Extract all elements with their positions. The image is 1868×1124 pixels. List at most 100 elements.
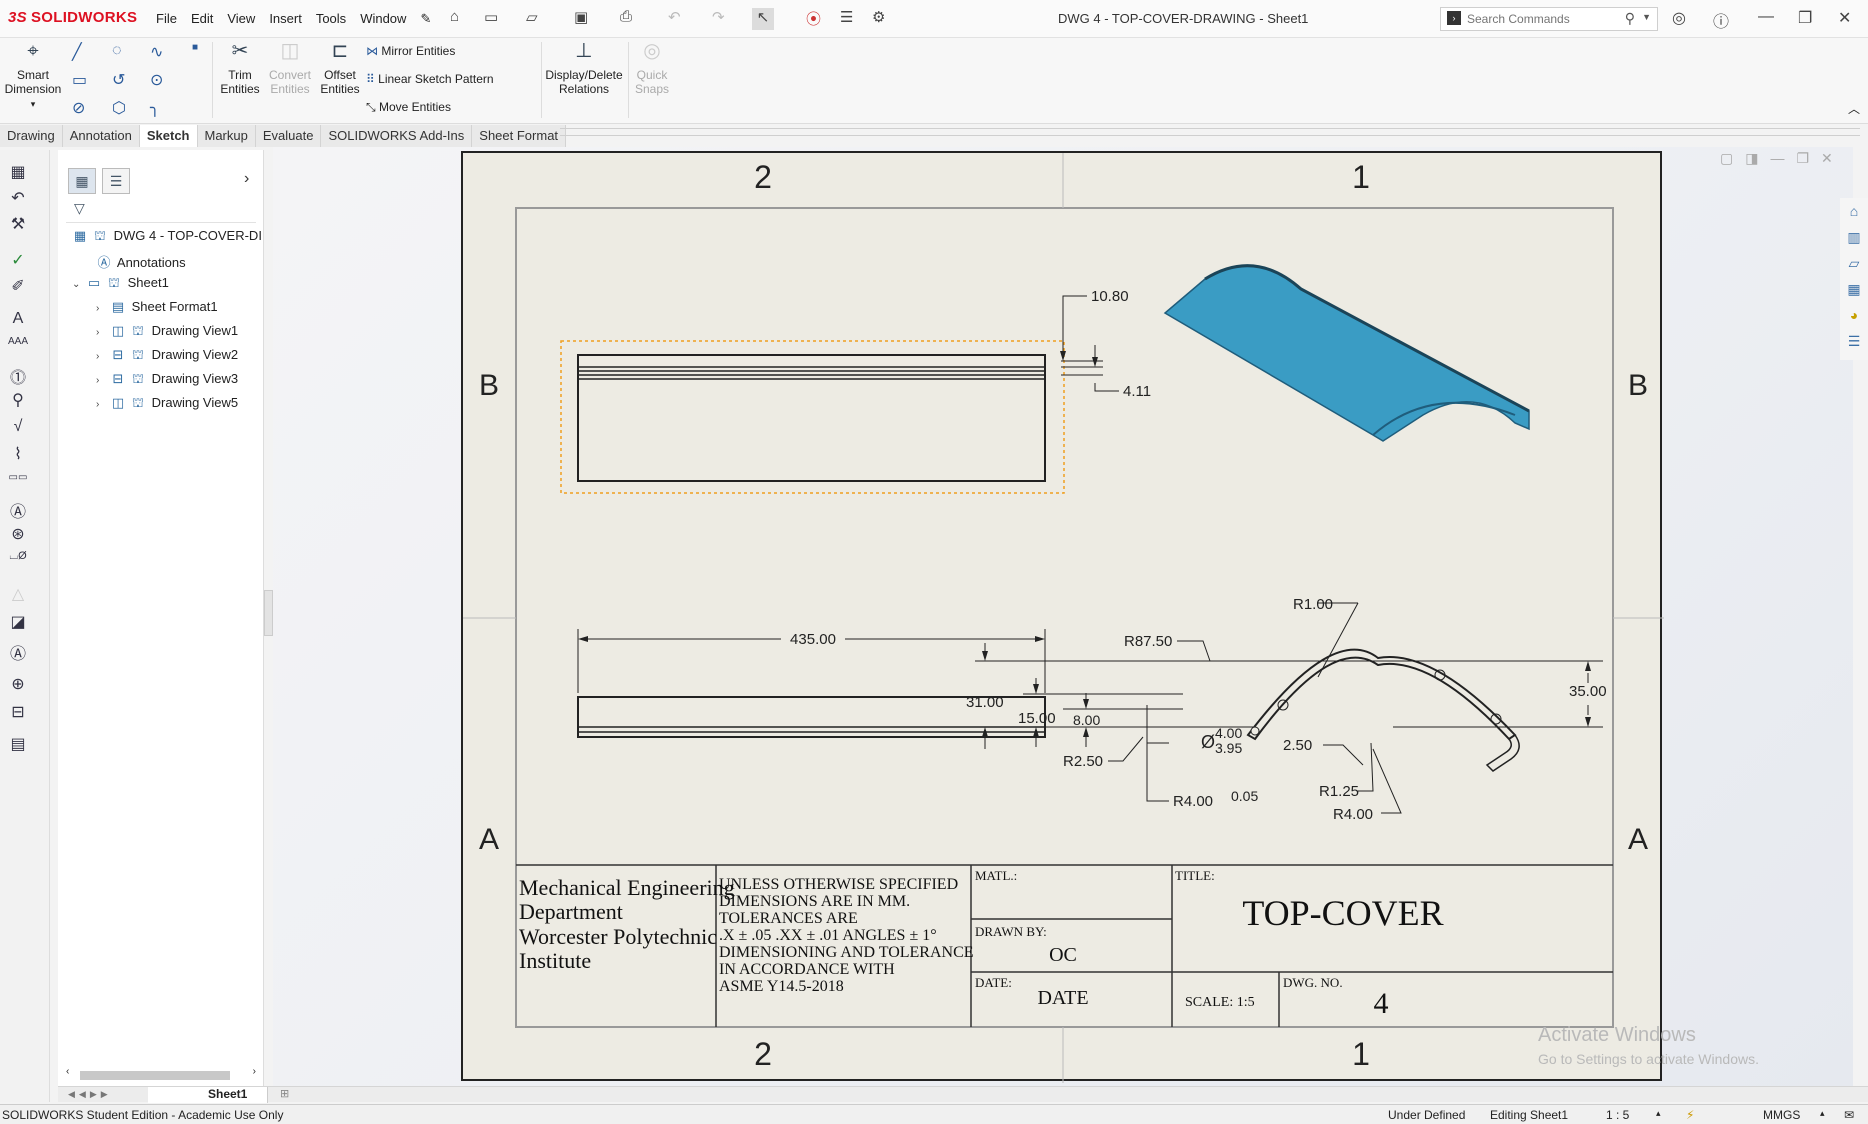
solidworks-resources-icon[interactable]: ⌂	[1849, 203, 1859, 219]
expand-chevron-right-icon[interactable]: ›	[96, 303, 100, 314]
custom-properties-icon[interactable]: ☰	[1847, 333, 1861, 349]
polygon-hex-icon[interactable]: ⬡	[112, 100, 126, 117]
tab-drawing[interactable]: Drawing	[0, 125, 63, 147]
hole-callout-icon[interactable]: ⌴Ø	[9, 550, 27, 562]
tab-markup[interactable]: Markup	[197, 125, 256, 147]
weld-symbol-icon[interactable]: ⌇	[14, 446, 22, 463]
model-view-icon[interactable]: ▦	[10, 164, 26, 181]
tree-item-sheet-format1[interactable]: ›▤ Sheet Format1	[96, 299, 218, 314]
dimension-15-00[interactable]: 15.00	[1018, 678, 1183, 747]
dimension-4-11[interactable]: 4.11	[1061, 345, 1151, 400]
scroll-right-icon[interactable]: ›	[252, 1066, 256, 1077]
minimize-icon[interactable]: —	[1758, 8, 1774, 25]
menu-window[interactable]: Window	[360, 11, 407, 26]
dimension-2-50-top[interactable]: 2.50	[1283, 737, 1364, 766]
sheet-tab-sheet1[interactable]: Sheet1	[148, 1087, 268, 1103]
line-icon[interactable]: ╱	[72, 44, 82, 61]
open-folder-icon[interactable]: ▱	[526, 9, 538, 26]
view-palette-icon[interactable]: ▦	[1847, 281, 1861, 297]
new-document-icon[interactable]: ▭	[484, 9, 499, 26]
datum-feature-icon[interactable]: Ⓐ	[9, 504, 26, 521]
dimension-r2-50[interactable]: R2.50	[1063, 736, 1144, 770]
property-manager-tab-icon[interactable]: ☰	[102, 168, 130, 194]
quick-snaps-button[interactable]: ◎ Quick Snaps	[632, 41, 672, 96]
scrollbar-thumb[interactable]	[80, 1071, 230, 1080]
quick-tips-icon[interactable]: ✉	[1844, 1108, 1855, 1122]
dimension-8-00[interactable]: 8.00	[1063, 693, 1183, 747]
scroll-left-icon[interactable]: ‹	[66, 1066, 70, 1077]
table-icon[interactable]: ▤	[10, 736, 26, 753]
doc-minimize-icon[interactable]: —	[1770, 150, 1785, 166]
close-icon[interactable]: ✕	[1838, 10, 1852, 27]
geometric-tolerance-icon[interactable]: ▭▭	[8, 472, 28, 483]
restore-icon[interactable]: ❐	[1798, 10, 1813, 27]
appearances-icon[interactable]: ◕	[1849, 307, 1859, 323]
hammer-icon[interactable]: ⚒	[10, 216, 26, 233]
sheet-nav-arrows-icon[interactable]: ◀◀▶▶	[68, 1089, 112, 1099]
circle-icon[interactable]: ◌	[112, 42, 122, 59]
sheet-scale[interactable]: 1 : 5	[1606, 1108, 1630, 1122]
linear-sketch-pattern-button[interactable]: ⠿ Linear Sketch Pattern	[366, 72, 494, 86]
dimension-435-00[interactable]: 435.00	[577, 629, 1046, 693]
doc-close-icon[interactable]: ✕	[1821, 150, 1833, 166]
rebuild-traffic-light-icon[interactable]: ⦿	[806, 11, 822, 28]
select-cursor-icon[interactable]: ↖	[752, 8, 774, 30]
chevron-up-icon[interactable]: ▴	[1820, 1108, 1825, 1118]
chevron-up-icon[interactable]: ▴	[1656, 1108, 1661, 1118]
drawing-sheet[interactable]: 2 1 2 1 B B A A 10.80	[461, 151, 1664, 1083]
tree-item-drawing-view5[interactable]: ›◫⛫ Drawing View5	[96, 395, 238, 413]
dimension-r87-50[interactable]: R87.50	[1124, 633, 1211, 662]
spell-check-icon[interactable]: ✓	[11, 252, 25, 269]
linear-note-pattern-icon[interactable]: AAA	[7, 336, 28, 347]
tree-root-drawing[interactable]: ▦⛫ DWG 4 - TOP-COVER-DI	[70, 228, 262, 246]
center-mark-icon[interactable]: ⊕	[11, 676, 25, 693]
dimension-diameter-4-00[interactable]: Ø 4.00 3.95	[1146, 705, 1242, 756]
tab-sheet-format[interactable]: Sheet Format	[472, 125, 567, 147]
search-box[interactable]: › ⚲ ▼	[1440, 7, 1658, 31]
doc-restore-icon[interactable]: ❐	[1796, 150, 1810, 166]
design-library-icon[interactable]: ▥	[1847, 229, 1861, 245]
menu-edit[interactable]: Edit	[190, 11, 214, 26]
file-explorer-icon[interactable]: ▱	[1848, 255, 1860, 271]
dimension-35-00[interactable]: 35.00	[1393, 660, 1607, 728]
redo-icon[interactable]: ↷	[712, 9, 725, 26]
sketch-line-icon[interactable]: ↶	[11, 190, 25, 207]
dimension-31-00[interactable]: 31.00	[966, 643, 1403, 749]
tab-add-ins[interactable]: SOLIDWORKS Add-Ins	[321, 125, 473, 147]
spline-icon[interactable]: ∿	[150, 44, 164, 61]
point-icon[interactable]: ■	[192, 42, 199, 53]
dimension-10-80[interactable]: 10.80	[1060, 288, 1129, 368]
print-icon[interactable]: ⎙	[620, 8, 633, 25]
drawing-view-section[interactable]	[973, 648, 1543, 772]
polygon-icon[interactable]: ⊙	[150, 72, 164, 89]
dimension-r4-00-right[interactable]: R4.00	[1333, 748, 1402, 823]
title-block[interactable]: Mechanical Engineering Department Worces…	[516, 864, 1613, 1027]
auto-balloon-icon[interactable]: ⚲	[12, 392, 24, 409]
format-painter-icon[interactable]: ✐	[11, 278, 25, 295]
help-icon[interactable]: ⓘ	[1713, 14, 1730, 31]
tree-item-drawing-view1[interactable]: ›◫⛫ Drawing View1	[96, 323, 238, 341]
dimension-r1-25[interactable]: R1.25	[1319, 742, 1374, 800]
move-entities-button[interactable]: ⤡ Move Entities	[366, 100, 451, 114]
offset-entities-button[interactable]: ⊏ Offset Entities	[316, 41, 364, 96]
slot-icon[interactable]: ⊘	[72, 100, 86, 117]
block-icon[interactable]: Ⓐ	[9, 646, 26, 663]
note-text-icon[interactable]: A	[12, 310, 24, 327]
revision-symbol-icon[interactable]: △	[11, 586, 25, 603]
tree-item-sheet1[interactable]: ⌄▭⛫ Sheet1	[72, 275, 169, 293]
centerline-icon[interactable]: ⊟	[11, 704, 25, 721]
tree-item-drawing-view2[interactable]: ›⊟⛫ Drawing View2	[96, 347, 238, 365]
pin-icon[interactable]: ✎	[420, 11, 432, 26]
undo-icon[interactable]: ↶	[668, 9, 681, 26]
search-icon[interactable]: ⚲	[1624, 10, 1635, 26]
user-account-icon[interactable]: ◎	[1672, 10, 1686, 27]
area-hatch-icon[interactable]: ◪	[10, 614, 26, 631]
dimension-r4-00-left[interactable]: R4.00 0.05	[1146, 743, 1258, 810]
filter-icon[interactable]: ▽	[74, 200, 85, 216]
feature-manager-tab-icon[interactable]: ▦	[68, 168, 96, 194]
expand-chevron-right-icon[interactable]: ›	[96, 399, 100, 410]
drawing-view-top[interactable]	[560, 340, 1065, 494]
expand-chevron-right-icon[interactable]: ›	[96, 351, 100, 362]
add-sheet-icon[interactable]: ⊞	[280, 1088, 290, 1100]
display-delete-relations-button[interactable]: ⊥ Display/Delete Relations	[545, 40, 623, 96]
